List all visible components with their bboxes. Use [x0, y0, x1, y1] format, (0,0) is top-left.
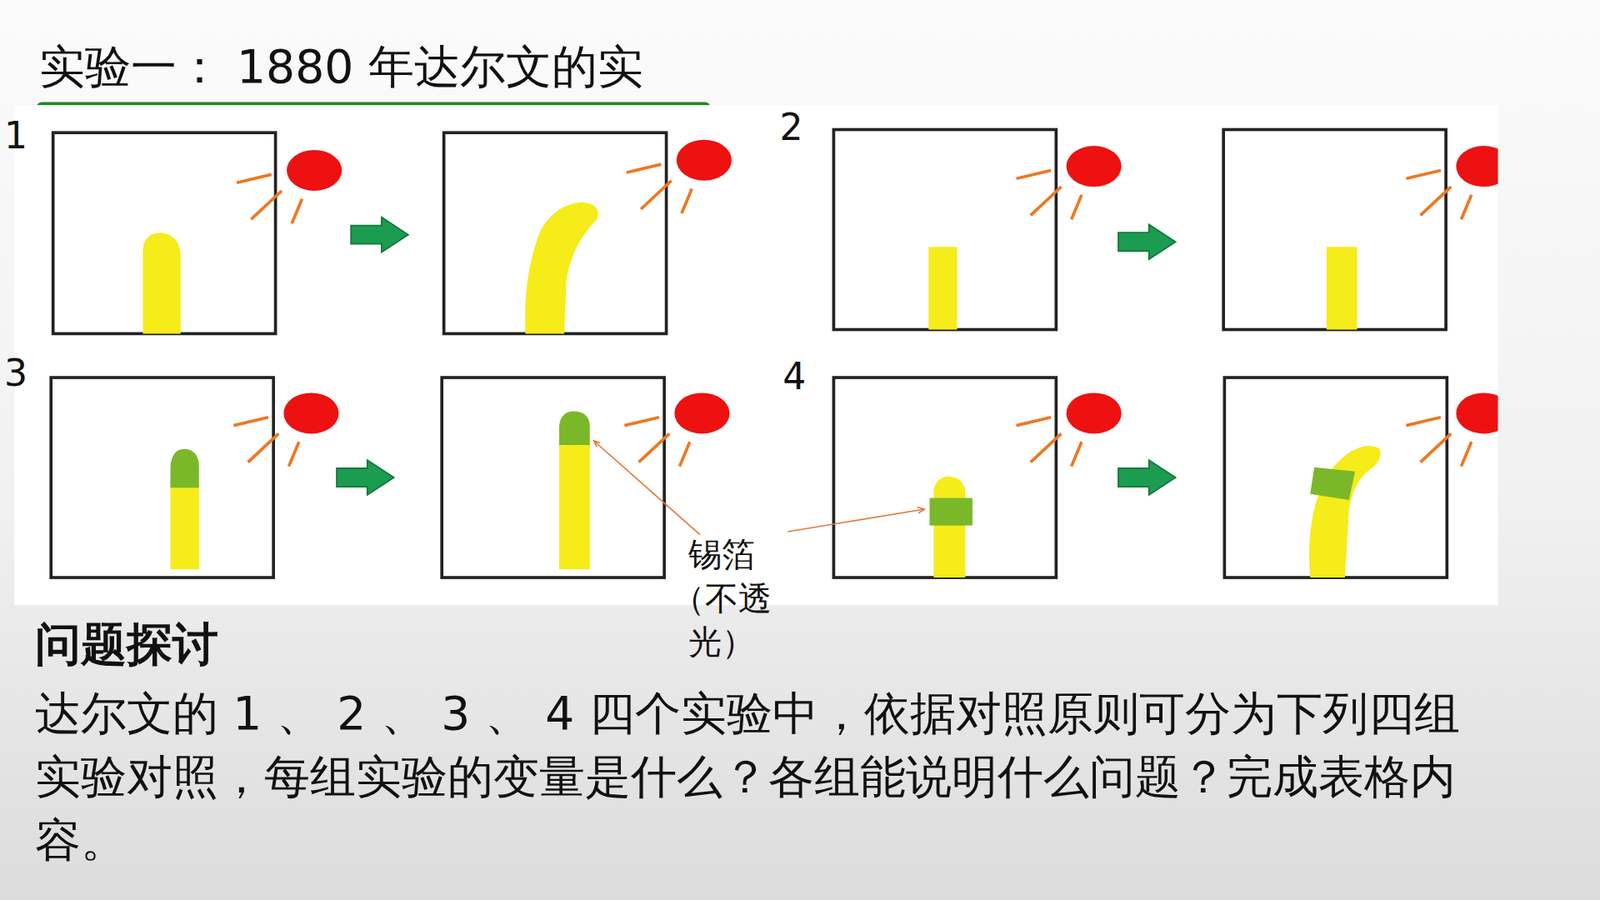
- coleoptile-part: [170, 480, 199, 570]
- step-arrow-part: [1118, 224, 1176, 260]
- chamber-box-part: [1223, 130, 1446, 330]
- leader-line-part: [594, 440, 600, 447]
- chamber-box-part: [833, 377, 1056, 578]
- chamber-box-part: [1224, 377, 1447, 578]
- experiment-number: 2: [780, 105, 804, 150]
- section-heading: 问题探讨: [35, 616, 219, 672]
- callout-label: 锡箔 （不透 光）: [653, 532, 791, 665]
- leader-line-part: [787, 509, 925, 532]
- coleoptile: [142, 201, 1380, 578]
- chamber-box-part: [53, 132, 276, 334]
- coleoptile-part: [930, 498, 973, 526]
- light-source-part: [1016, 392, 1122, 466]
- chamber-box-part: [50, 377, 274, 578]
- coleoptile-part: [1326, 246, 1358, 330]
- experiment-number: 4: [782, 355, 806, 400]
- step-arrow-part: [336, 460, 395, 495]
- experiment-figure: [50, 130, 1498, 579]
- light-source-part: [626, 140, 732, 214]
- chamber-box-part: [441, 377, 665, 578]
- coleoptile-part: [933, 476, 965, 578]
- chamber-box: [50, 130, 1447, 579]
- coleoptile-part: [559, 439, 590, 570]
- experiment-number: 3: [4, 351, 28, 396]
- slide-title: 实验一： 1880 年达尔文的实: [39, 40, 644, 94]
- question-text: 达尔文的 1 、 2 、 3 、 4 四个实验中，依据对照原则可分为下列四组实验…: [35, 681, 1505, 872]
- coleoptile-part: [170, 449, 199, 489]
- leader-line-part: [594, 440, 700, 535]
- experiment-number: 1: [4, 114, 28, 159]
- leader-line: [594, 440, 925, 535]
- light-source-part: [1405, 392, 1498, 466]
- step-arrow: [336, 217, 1176, 495]
- chamber-box-part: [833, 130, 1056, 330]
- step-arrow-part: [1118, 460, 1176, 495]
- coleoptile-part: [525, 201, 598, 334]
- light-source-part: [1016, 145, 1122, 220]
- coleoptile-part: [142, 232, 180, 334]
- coleoptile-part: [1309, 445, 1380, 578]
- light-source: [233, 140, 1498, 467]
- figure-panel: [14, 105, 1498, 605]
- light-source-part: [1405, 145, 1498, 220]
- step-arrow-part: [350, 217, 409, 253]
- leader-line-part: [917, 507, 925, 514]
- coleoptile-part: [928, 246, 957, 330]
- light-source-part: [624, 392, 730, 466]
- chamber-box-part: [444, 132, 667, 334]
- coleoptile-part: [1310, 467, 1355, 500]
- light-source-part: [233, 392, 339, 466]
- coleoptile-part: [559, 410, 590, 445]
- light-source-part: [236, 150, 342, 224]
